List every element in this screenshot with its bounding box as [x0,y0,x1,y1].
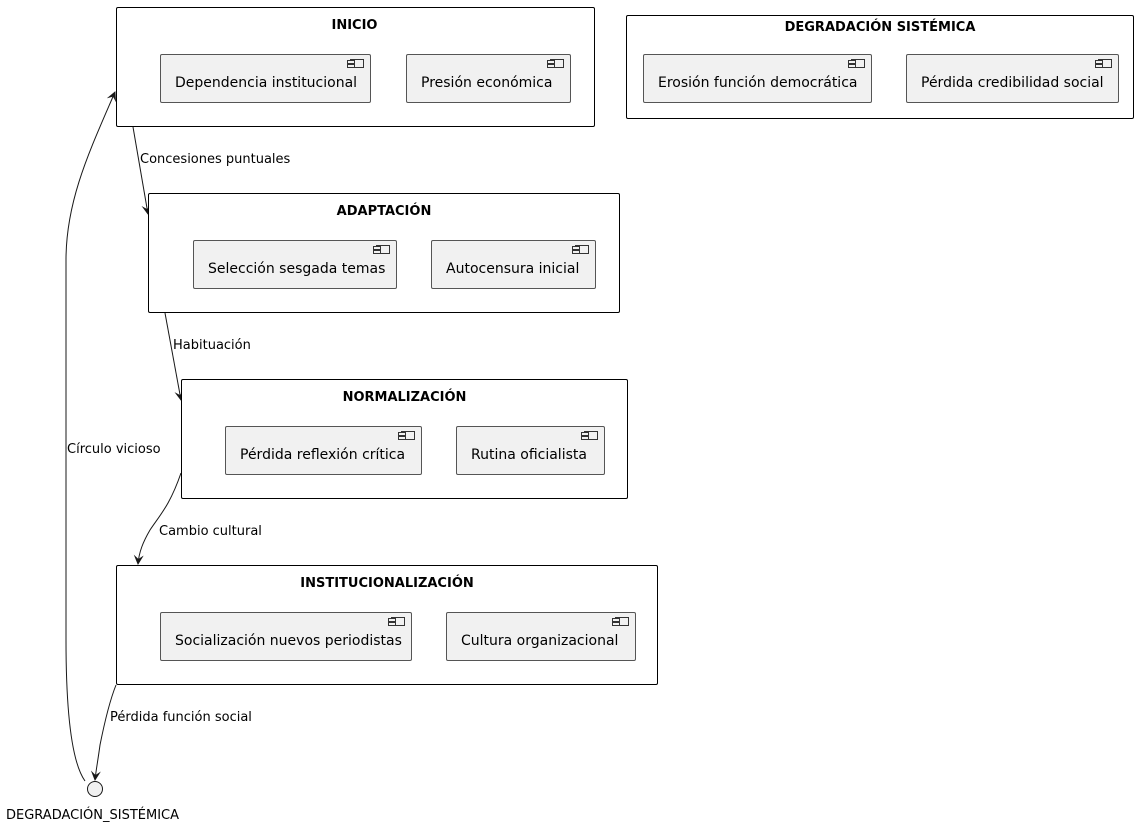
component-cultura-organizacional[interactable]: Cultura organizacional [446,612,636,661]
component-label: Presión económica [421,74,553,91]
component-icon [547,59,564,68]
edge-label-habituacion: Habituación [173,338,251,353]
component-label: Pérdida credibilidad social [921,74,1104,91]
package-adaptacion: ADAPTACIÓN Selección sesgada temas Autoc… [148,193,620,313]
component-label: Rutina oficialista [471,446,587,463]
component-dependencia-institucional[interactable]: Dependencia institucional [160,54,371,103]
component-autocensura-inicial[interactable]: Autocensura inicial [431,240,596,289]
component-seleccion-sesgada-temas[interactable]: Selección sesgada temas [193,240,397,289]
component-label: Autocensura inicial [446,260,580,277]
component-icon [373,245,390,254]
component-socializacion-nuevos-periodistas[interactable]: Socialización nuevos periodistas [160,612,412,661]
package-title: NORMALIZACIÓN [342,390,467,405]
edge-line-habituacion [164,312,185,401]
package-title: INSTITUCIONALIZACIÓN [300,576,474,591]
component-label: Socialización nuevos periodistas [175,632,402,649]
component-label: Dependencia institucional [175,74,358,91]
package-degradacion-sistemica: DEGRADACIÓN SISTÉMICA Erosión función de… [626,15,1134,119]
component-perdida-reflexion-critica[interactable]: Pérdida reflexión crítica [225,426,422,475]
component-presion-economica[interactable]: Presión económica [406,54,571,103]
edge-label-perdida-funcion-social: Pérdida función social [110,710,252,725]
component-label: Erosión función democrática [658,74,858,91]
component-icon [1095,59,1112,68]
component-icon [612,617,629,626]
component-icon [572,245,589,254]
interface-node-circle [87,781,103,797]
component-icon [581,431,598,440]
component-icon [398,431,415,440]
edge-line-cambio-cultural [133,472,182,565]
package-normalizacion: NORMALIZACIÓN Pérdida reflexión crítica … [181,379,628,499]
interface-node-label: DEGRADACIÓN_SISTÉMICA [6,808,180,823]
edge-label-circulo-vicioso: Círculo vicioso [67,442,161,457]
component-perdida-credibilidad-social[interactable]: Pérdida credibilidad social [906,54,1119,103]
package-title: ADAPTACIÓN [336,204,432,219]
package-inicio: INICIO Dependencia institucional Presión… [116,7,595,127]
edge-label-cambio-cultural: Cambio cultural [159,524,262,539]
edge-line-concesiones [132,126,152,215]
component-erosion-funcion-democratica[interactable]: Erosión función democrática [643,54,872,103]
component-rutina-oficialista[interactable]: Rutina oficialista [456,426,605,475]
component-icon [347,59,364,68]
edge-label-concesiones-puntuales: Concesiones puntuales [140,152,291,167]
edge-line-perdida-funcion [90,684,117,781]
component-label: Selección sesgada temas [208,260,386,277]
component-icon [388,617,405,626]
component-label: Cultura organizacional [461,632,619,649]
component-icon [848,59,865,68]
component-label: Pérdida reflexión crítica [240,446,406,463]
edge-line-circulo-vicioso [65,91,117,782]
package-title: DEGRADACIÓN SISTÉMICA [784,20,976,35]
package-title: INICIO [331,18,378,33]
package-institucionalizacion: INSTITUCIONALIZACIÓN Socialización nuevo… [116,565,658,685]
